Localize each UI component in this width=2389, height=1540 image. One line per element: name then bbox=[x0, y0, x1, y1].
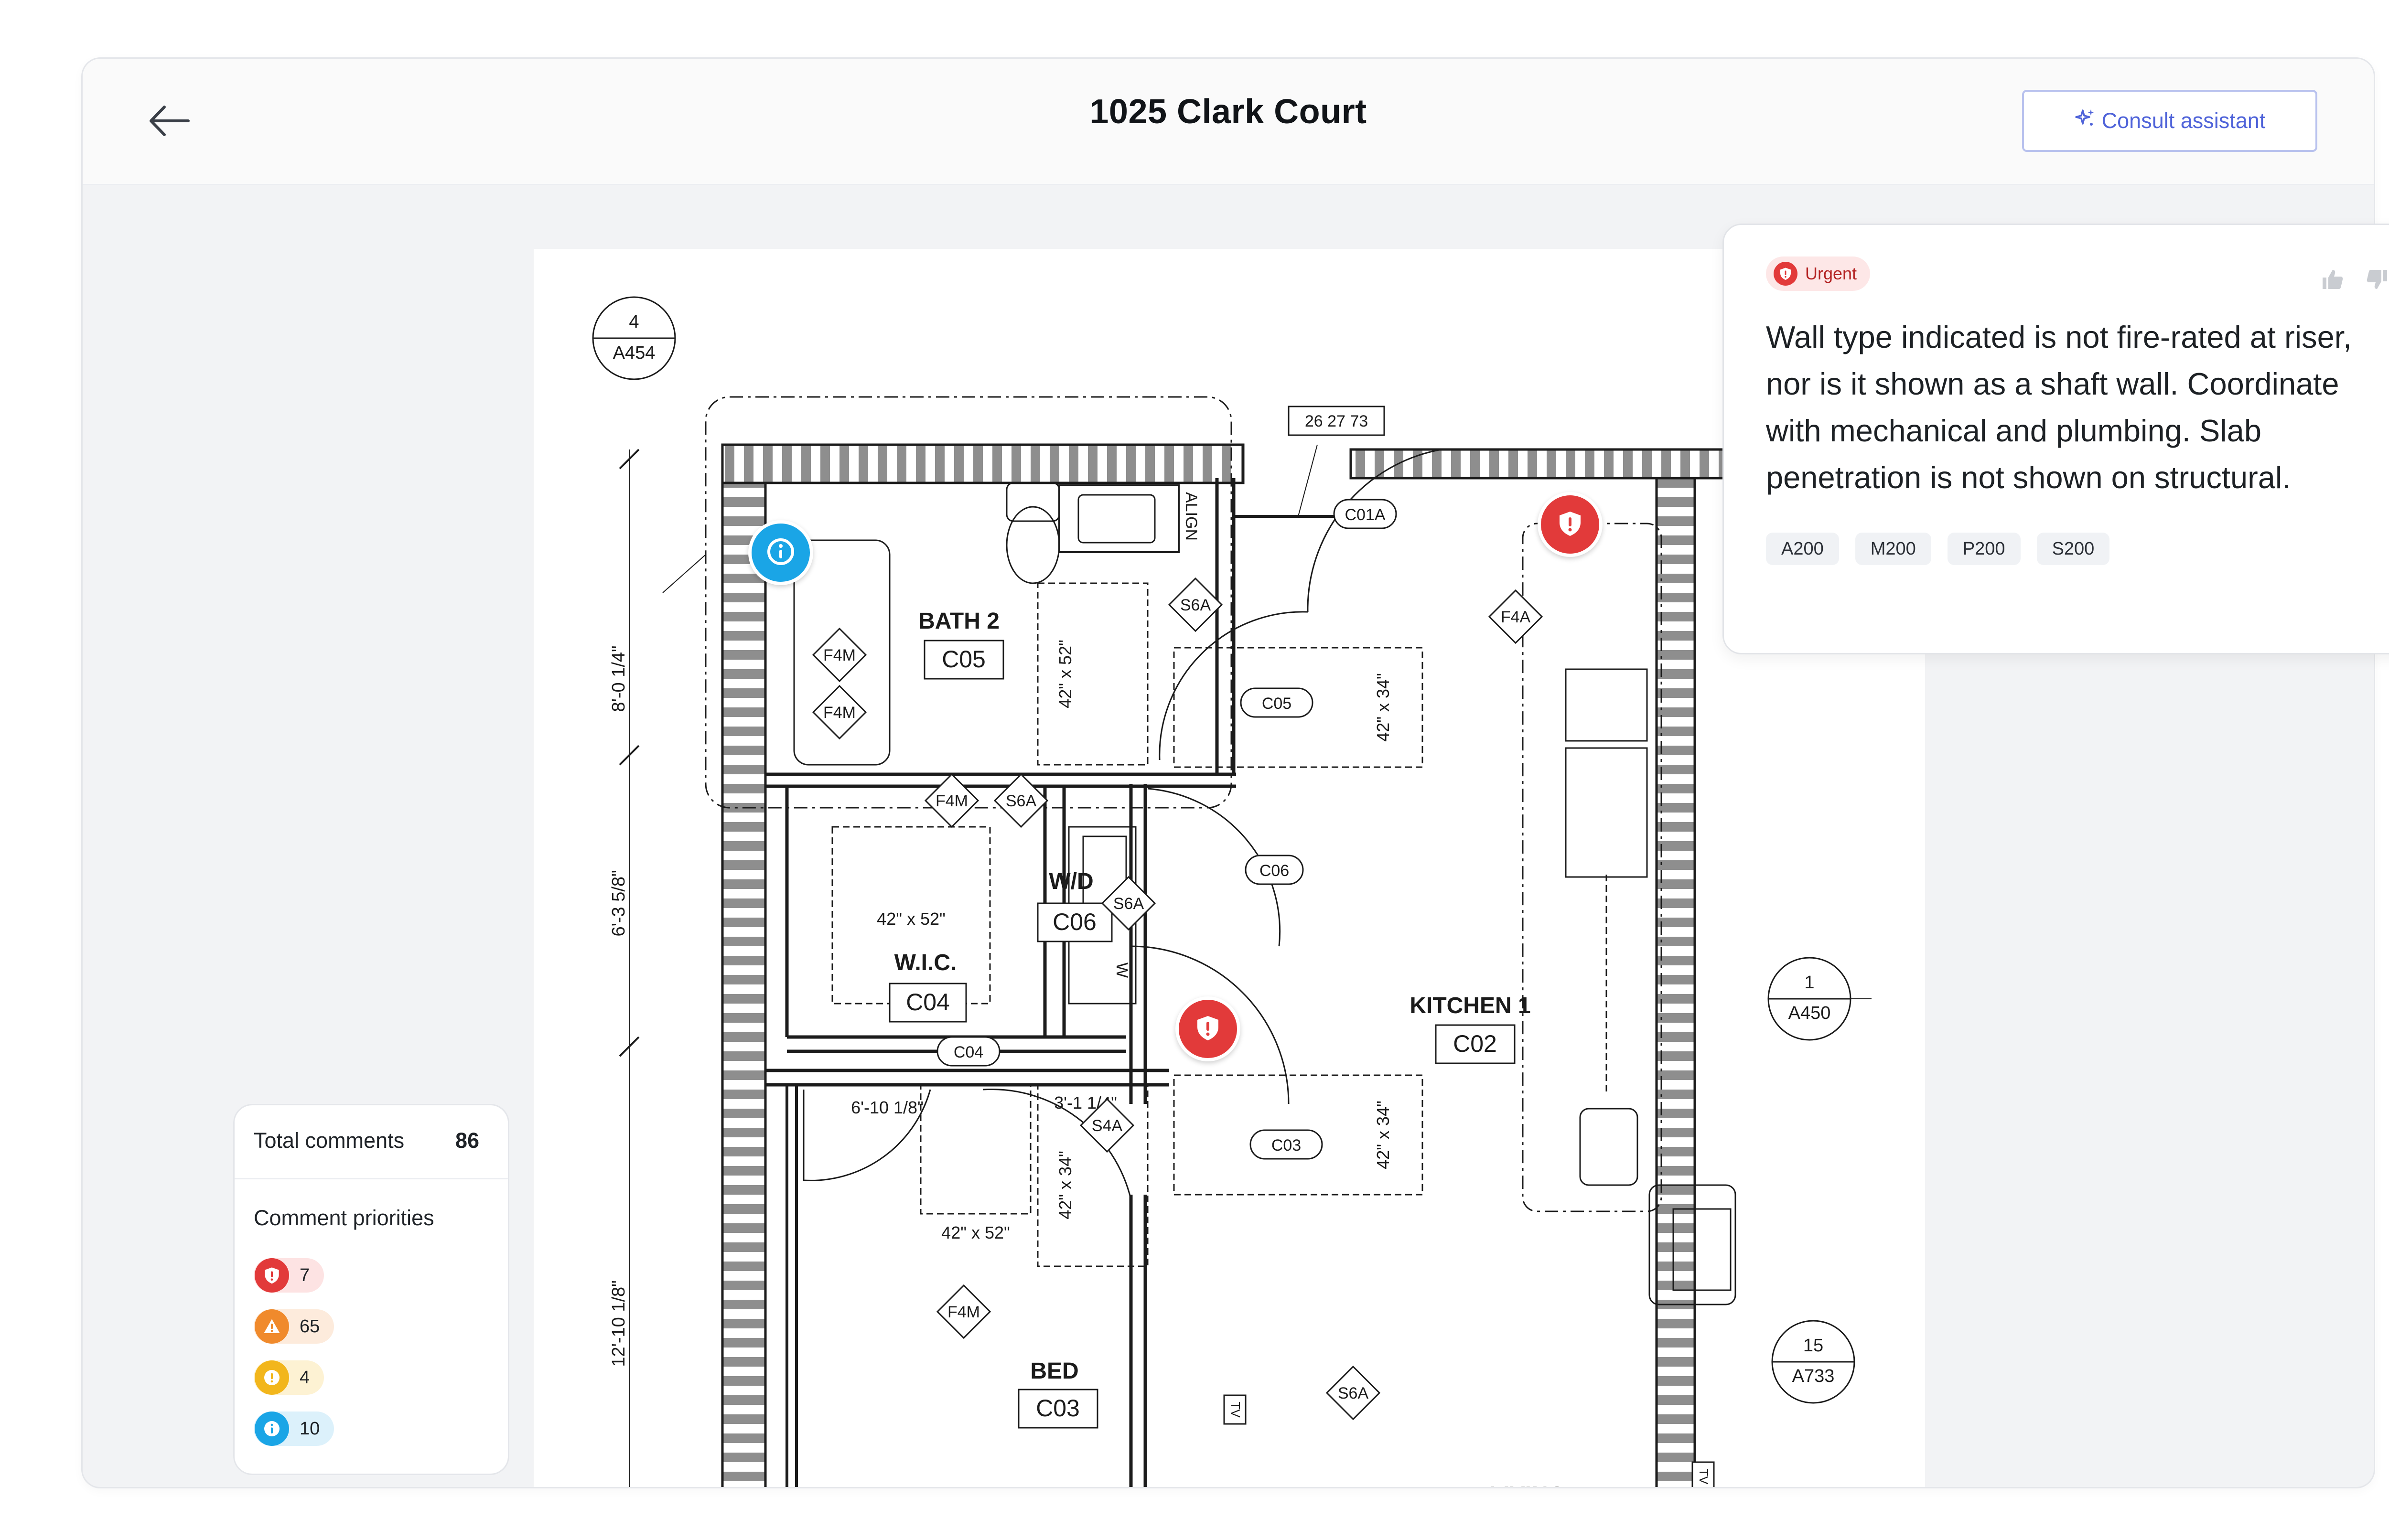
room-code-kitchen: C02 bbox=[1453, 1030, 1497, 1057]
priority-count: 7 bbox=[300, 1265, 310, 1285]
room-code-bath2: C05 bbox=[942, 646, 986, 673]
urgent-shield-icon bbox=[1774, 262, 1797, 286]
clearance-bath-door: 42" x 34" bbox=[1373, 673, 1393, 742]
comment-card: Urgent Wall type indicated is not fire-r… bbox=[1722, 224, 2389, 654]
sheet-tag-p200[interactable]: P200 bbox=[1947, 533, 2021, 565]
warning-triangle-icon bbox=[255, 1309, 289, 1344]
info-icon bbox=[765, 536, 796, 569]
clearance-wic: 42" x 52" bbox=[877, 909, 946, 929]
dimension-wic: 6'-3 5/8" bbox=[609, 870, 629, 936]
align-note: ALIGN bbox=[1182, 492, 1200, 541]
section-4-sheet: A454 bbox=[613, 343, 656, 363]
priority-count: 4 bbox=[300, 1367, 310, 1388]
room-name-kitchen: KITCHEN 1 bbox=[1410, 993, 1530, 1018]
urgent-comment-pin[interactable] bbox=[1538, 492, 1603, 557]
tag-s6a-3: S6A bbox=[1113, 895, 1144, 913]
clearance-closet: 42" x 52" bbox=[941, 1223, 1010, 1242]
total-comments-label: Total comments bbox=[254, 1128, 405, 1153]
priority-count: 10 bbox=[300, 1418, 320, 1439]
comment-text: Wall type indicated is not fire-rated at… bbox=[1766, 320, 2352, 495]
floor-plan-sheet[interactable]: 4 A454 1 A450 15 A733 BATH 2 W.I.C. W/D … bbox=[534, 249, 1925, 1488]
urgent-badge: Urgent bbox=[1766, 257, 1871, 291]
room-name-wd: W/D bbox=[1049, 869, 1093, 894]
room-name-bed: BED bbox=[1030, 1358, 1078, 1384]
room-code-wic: C04 bbox=[906, 989, 950, 1016]
door-tag-c03: C03 bbox=[1271, 1136, 1301, 1155]
tag-f4m-4: F4M bbox=[947, 1303, 980, 1321]
caution-circle-icon bbox=[255, 1360, 289, 1395]
dimension-bath: 8'-0 1/4" bbox=[609, 645, 629, 712]
section-15-sheet: A733 bbox=[1792, 1366, 1835, 1386]
sheet-tag-s200[interactable]: S200 bbox=[2036, 533, 2110, 565]
priority-count: 65 bbox=[300, 1316, 320, 1337]
tv-label: TV bbox=[1228, 1401, 1243, 1418]
divider bbox=[235, 1178, 508, 1179]
badge-label: Urgent bbox=[1805, 264, 1857, 283]
tag-s6a-4: S6A bbox=[1338, 1384, 1369, 1402]
back-arrow-icon[interactable] bbox=[147, 104, 190, 138]
comment-stats-panel: Total comments 86 Comment priorities 7 6… bbox=[233, 1104, 509, 1475]
clearance-bath: 42" x 52" bbox=[1055, 640, 1075, 708]
section-4-number: 4 bbox=[629, 312, 639, 332]
tv-label-2: TV bbox=[1697, 1468, 1711, 1485]
info-comment-pin[interactable] bbox=[748, 520, 813, 585]
priority-info-filter[interactable]: 10 bbox=[254, 1412, 334, 1446]
dimension-closet: 6'-10 1/8" bbox=[851, 1098, 924, 1117]
total-comments-value: 86 bbox=[455, 1128, 479, 1153]
urgent-comment-pin-2[interactable] bbox=[1175, 996, 1240, 1061]
section-1-sheet: A450 bbox=[1788, 1003, 1831, 1023]
room-name-bath2: BATH 2 bbox=[918, 609, 1000, 634]
tag-s4a: S4A bbox=[1092, 1117, 1123, 1135]
urgent-shield-icon bbox=[255, 1258, 289, 1293]
dimension-bed: 12'-10 1/8" bbox=[609, 1280, 629, 1367]
priority-urgent-filter[interactable]: 7 bbox=[254, 1258, 324, 1293]
consult-assistant-button[interactable]: Consult assistant bbox=[2022, 90, 2317, 152]
room-name-wic: W.I.C. bbox=[894, 950, 957, 975]
shield-alert-icon bbox=[1556, 509, 1584, 540]
clearance-hall: 42" x 34" bbox=[1055, 1151, 1075, 1219]
comment-priorities-label: Comment priorities bbox=[254, 1206, 434, 1230]
washer-label: W bbox=[1113, 962, 1131, 978]
tag-f4m-1: F4M bbox=[823, 646, 856, 664]
sparkle-icon bbox=[2074, 107, 2096, 135]
tag-f4m-2: F4M bbox=[823, 704, 856, 722]
tag-f4a: F4A bbox=[1501, 608, 1531, 626]
tag-s6a-2: S6A bbox=[1180, 596, 1211, 614]
header: 1025 Clark Court Consult assistant bbox=[83, 59, 2374, 185]
sheet-tag-m200[interactable]: M200 bbox=[1855, 533, 1931, 565]
room-name-living: LIVING bbox=[1489, 1483, 1566, 1488]
consult-assistant-label: Consult assistant bbox=[2101, 108, 2266, 133]
tag-f4m-3: F4M bbox=[936, 792, 968, 810]
door-tag-c04: C04 bbox=[954, 1043, 983, 1061]
door-tag-c05: C05 bbox=[1262, 695, 1291, 713]
sheet-tag-a200[interactable]: A200 bbox=[1766, 533, 1839, 565]
priority-warning-filter[interactable]: 65 bbox=[254, 1309, 334, 1344]
priority-caution-filter[interactable]: 4 bbox=[254, 1360, 324, 1395]
thumbs-down-icon[interactable] bbox=[2365, 267, 2389, 292]
section-15-number: 15 bbox=[1803, 1336, 1823, 1356]
room-code-bed: C03 bbox=[1036, 1395, 1080, 1422]
room-code-wd: C06 bbox=[1053, 909, 1097, 935]
section-1-number: 1 bbox=[1804, 973, 1814, 993]
floor-plan-drawing: 4 A454 1 A450 15 A733 BATH 2 W.I.C. W/D … bbox=[592, 296, 1925, 1488]
grid-reference: 26 27 73 bbox=[1305, 412, 1368, 430]
page-title: 1025 Clark Court bbox=[1089, 93, 1367, 131]
tag-s6a-1: S6A bbox=[1006, 792, 1037, 810]
shield-alert-icon bbox=[1194, 1014, 1222, 1045]
info-circle-icon bbox=[255, 1412, 289, 1446]
sheet-tags: A200 M200 P200 S200 bbox=[1766, 533, 2389, 565]
door-tag-c01a: C01A bbox=[1345, 506, 1385, 524]
door-tag-c06: C06 bbox=[1259, 862, 1289, 880]
clearance-bed-door: 42" x 34" bbox=[1373, 1101, 1393, 1169]
thumbs-up-icon[interactable] bbox=[2320, 267, 2345, 292]
